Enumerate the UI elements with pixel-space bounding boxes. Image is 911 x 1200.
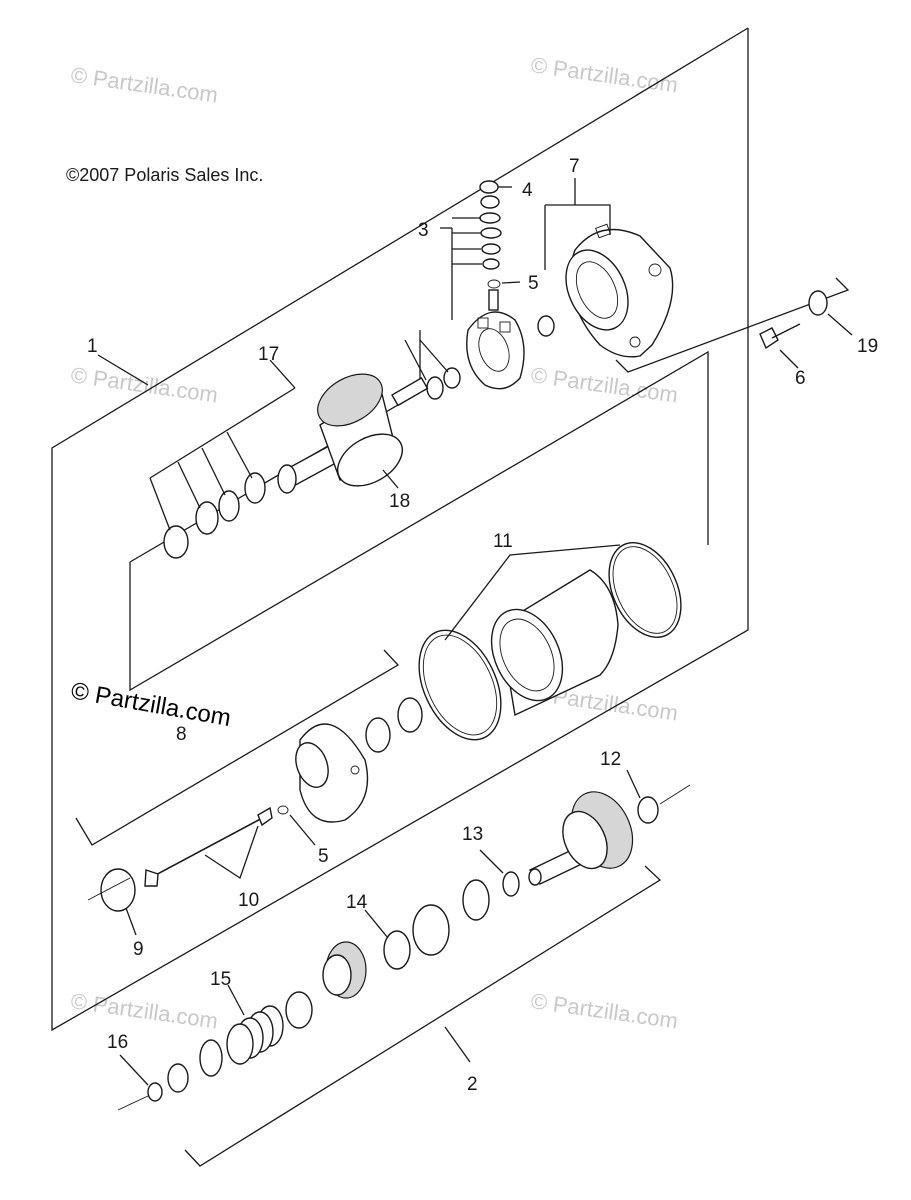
overrunning-clutch xyxy=(322,941,367,999)
terminal-nut-washers xyxy=(479,180,502,270)
armature xyxy=(277,373,429,494)
axis-line xyxy=(87,877,131,901)
end-cover xyxy=(295,723,369,823)
mounting-bolt xyxy=(759,323,801,350)
callout-2: 2 xyxy=(467,1074,478,1095)
leader-16 xyxy=(119,1054,149,1086)
leader-9 xyxy=(125,907,137,936)
assembly-2-bracket xyxy=(184,865,662,1167)
callout-13: 13 xyxy=(462,824,483,845)
o-ring-small xyxy=(487,279,501,289)
thrust-washers xyxy=(163,472,266,559)
copyright-notice: ©2007 Polaris Sales Inc. xyxy=(66,165,263,185)
leader-1 xyxy=(97,354,149,386)
brush-plate xyxy=(466,311,525,390)
gasket xyxy=(100,868,136,912)
watermark: © Partzilla.com xyxy=(69,988,219,1033)
leader-11 xyxy=(444,544,621,641)
spring xyxy=(226,1005,284,1065)
bolt-bracket xyxy=(615,277,850,373)
callout-10: 10 xyxy=(238,890,259,911)
callout-14: 14 xyxy=(346,892,368,913)
washer xyxy=(443,367,461,389)
end-cover-bracket xyxy=(75,649,400,846)
bearing-retainer xyxy=(412,904,450,956)
watermark: © Partzilla.com xyxy=(69,362,219,407)
leader-17d xyxy=(177,461,201,509)
bushing xyxy=(537,315,555,337)
leader-17e xyxy=(201,447,226,496)
callout-6: 6 xyxy=(795,368,806,389)
snap-ring xyxy=(502,871,520,897)
terminal-bolt xyxy=(488,289,499,311)
watermark: © Partzilla.com xyxy=(529,362,679,407)
axis-line xyxy=(659,784,691,805)
assembly-1-boundary xyxy=(51,27,749,1032)
callout-1: 1 xyxy=(87,336,98,357)
leader-14 xyxy=(364,909,389,939)
callout-3: 3 xyxy=(418,220,429,241)
callout-17: 17 xyxy=(258,344,279,365)
callout-4: 4 xyxy=(522,180,533,201)
partzilla-watermark: © Partzilla.com xyxy=(69,677,233,732)
leader-10 xyxy=(204,825,259,880)
watermark: © Partzilla.com xyxy=(69,62,219,107)
callout-9: 9 xyxy=(133,939,144,960)
leader-17a xyxy=(404,339,427,381)
leader-5b xyxy=(289,814,316,846)
callout-16: 16 xyxy=(107,1032,128,1053)
callout-15: 15 xyxy=(210,969,231,990)
through-bolt xyxy=(144,806,273,887)
watermark: © Partzilla.com xyxy=(529,988,679,1033)
leader-17c xyxy=(149,477,171,531)
needle-bearing xyxy=(365,717,391,753)
washer xyxy=(167,1063,189,1093)
washer xyxy=(426,376,444,400)
armature-bracket xyxy=(129,350,709,692)
callout-8: 8 xyxy=(176,724,187,745)
brush-holder-housing xyxy=(565,223,674,358)
leader-6 xyxy=(779,349,799,369)
callout-18: 18 xyxy=(389,491,410,512)
washer xyxy=(462,879,490,921)
leader-15 xyxy=(227,984,245,1016)
leader-17 xyxy=(269,359,296,389)
watermarks: © Partzilla.com © Partzilla.com © Partzi… xyxy=(69,52,679,1033)
leader-19 xyxy=(827,313,853,336)
leader-13 xyxy=(479,849,504,874)
circlip xyxy=(147,1082,163,1102)
callout-5-upper: 5 xyxy=(528,273,539,294)
pinion-shaft xyxy=(528,791,634,886)
leader-12 xyxy=(626,769,641,799)
leader-7b xyxy=(545,204,611,235)
axis-line xyxy=(117,1095,149,1111)
callout-7: 7 xyxy=(569,156,580,177)
bearing xyxy=(397,697,423,733)
callout-12: 12 xyxy=(600,749,621,770)
o-ring-small xyxy=(277,805,289,815)
leader-5a xyxy=(501,281,521,284)
callout-labels: 1 2 3 4 5 5 6 7 8 9 10 11 12 13 14 15 16… xyxy=(87,156,878,1095)
leader-17b xyxy=(419,339,449,373)
callout-19: 19 xyxy=(857,336,878,357)
watermark: © Partzilla.com xyxy=(529,52,679,97)
washer xyxy=(637,796,659,824)
collar xyxy=(199,1039,223,1077)
sleeve xyxy=(285,991,313,1029)
callout-11: 11 xyxy=(493,531,513,552)
leader-17-bar xyxy=(149,387,296,479)
leader-18 xyxy=(382,469,399,489)
leader-2 xyxy=(444,1026,471,1063)
leader-17f xyxy=(226,431,253,479)
callout-5-lower: 5 xyxy=(318,846,329,867)
o-ring xyxy=(383,930,411,970)
washer xyxy=(808,290,828,316)
motor-yoke xyxy=(418,542,682,741)
